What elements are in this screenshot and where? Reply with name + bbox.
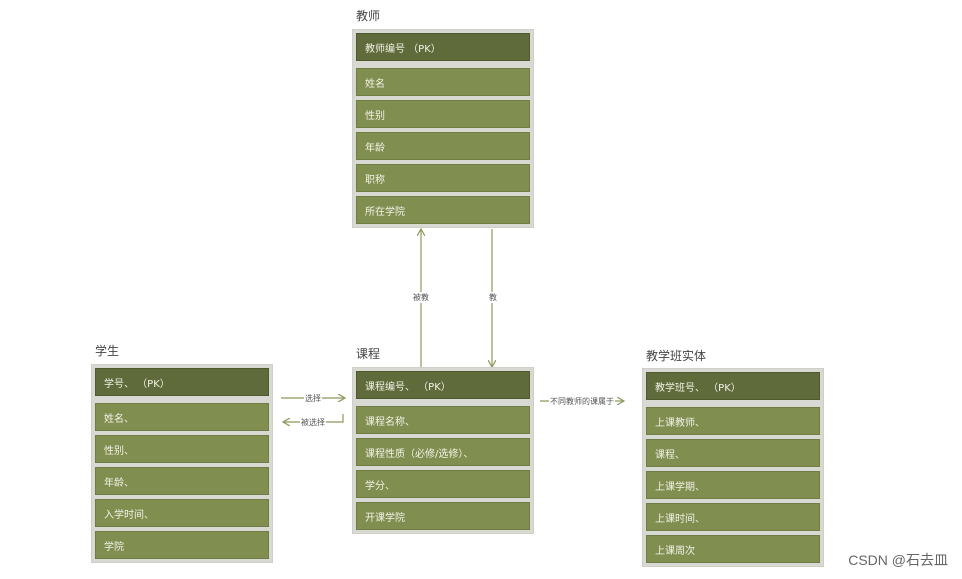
teacher-field-name: 姓名 bbox=[356, 68, 530, 96]
student-field-name: 姓名、 bbox=[95, 403, 269, 431]
teaches-label: 教 bbox=[488, 292, 498, 303]
student-field-enroll-time: 入学时间、 bbox=[95, 499, 269, 527]
class-field-weeks: 上课周次 bbox=[646, 535, 820, 563]
course-field-name: 课程名称、 bbox=[356, 406, 530, 434]
teacher-field-title: 职称 bbox=[356, 164, 530, 192]
student-entity: 学号、 （PK） 姓名、 性别、 年龄、 入学时间、 学院 bbox=[91, 364, 273, 563]
course-entity: 课程编号、 （PK） 课程名称、 课程性质（必修/选修）、 学分、 开课学院 bbox=[352, 367, 534, 534]
student-pk-field: 学号、 （PK） bbox=[95, 368, 269, 396]
taught-by-label: 被教 bbox=[412, 292, 430, 303]
class-field-time: 上课时间、 bbox=[646, 503, 820, 531]
course-pk-field: 课程编号、 （PK） bbox=[356, 371, 530, 399]
selects-label: 选择 bbox=[304, 393, 322, 404]
belongs-to-label: 不同教师的课属于 bbox=[549, 396, 615, 407]
course-field-credit: 学分、 bbox=[356, 470, 530, 498]
teacher-field-age: 年龄 bbox=[356, 132, 530, 160]
course-field-college: 开课学院 bbox=[356, 502, 530, 530]
class-field-course: 课程、 bbox=[646, 439, 820, 467]
student-field-gender: 性别、 bbox=[95, 435, 269, 463]
course-field-type: 课程性质（必修/选修）、 bbox=[356, 438, 530, 466]
class-field-teacher: 上课教师、 bbox=[646, 407, 820, 435]
course-entity-title: 课程 bbox=[356, 347, 381, 361]
class-entity-title: 教学班实体 bbox=[646, 349, 707, 363]
teacher-entity: 教师编号 （PK） 姓名 性别 年龄 职称 所在学院 bbox=[352, 29, 534, 228]
teacher-field-gender: 性别 bbox=[356, 100, 530, 128]
class-field-semester: 上课学期、 bbox=[646, 471, 820, 499]
teacher-field-college: 所在学院 bbox=[356, 196, 530, 224]
teacher-entity-title: 教师 bbox=[356, 9, 381, 23]
student-entity-title: 学生 bbox=[95, 344, 120, 358]
class-entity: 教学班号、 （PK） 上课教师、 课程、 上课学期、 上课时间、 上课周次 bbox=[642, 368, 824, 567]
csdn-watermark: CSDN @石去皿 bbox=[848, 552, 948, 568]
class-pk-field: 教学班号、 （PK） bbox=[646, 372, 820, 400]
teacher-pk-field: 教师编号 （PK） bbox=[356, 33, 530, 61]
student-field-age: 年龄、 bbox=[95, 467, 269, 495]
selected-by-label: 被选择 bbox=[300, 417, 326, 428]
student-field-college: 学院 bbox=[95, 531, 269, 559]
